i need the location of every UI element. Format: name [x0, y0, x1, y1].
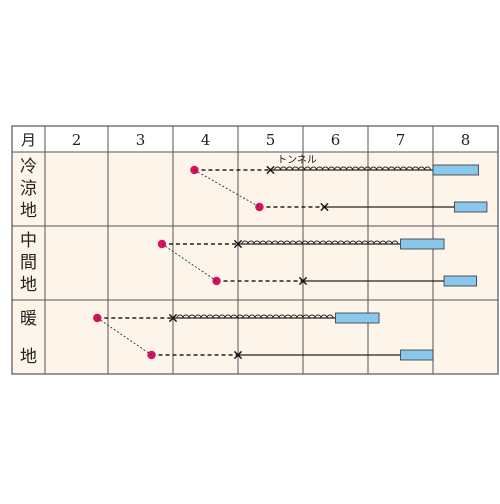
transplant-x-marker — [168, 313, 178, 323]
region-1-char-0: 中 — [20, 231, 37, 251]
tunnel-arcs — [241, 240, 399, 245]
header-corner-label: 月 — [21, 131, 36, 149]
schedule-lines — [93, 164, 488, 361]
transplant-x-marker — [233, 239, 243, 249]
header-month-8: 8 — [461, 131, 471, 149]
transplant-x-marker — [320, 202, 329, 212]
tunnel-arcs — [274, 166, 431, 171]
harvest-bar — [432, 164, 479, 176]
harvest-bar — [400, 349, 434, 361]
header-bg — [12, 126, 498, 152]
harvest-bar — [400, 238, 445, 250]
body-bg — [12, 152, 498, 374]
tunnel-label: トンネル — [277, 154, 317, 166]
sowing-dot — [255, 202, 264, 212]
harvest-bar — [443, 275, 477, 287]
transplant-x-marker — [298, 276, 308, 286]
outer-border — [11, 125, 499, 375]
header-row: 月 2 3 4 5 6 7 8 — [21, 131, 470, 149]
region-1-sow-connector — [161, 243, 217, 282]
region-0-char-2: 地 — [20, 201, 37, 221]
schedule-1 — [255, 201, 488, 213]
region-1-char-2: 地 — [20, 275, 37, 295]
annotations: トンネル — [277, 154, 317, 166]
header-month-5: 5 — [266, 131, 276, 149]
region-2-sow-connector — [97, 317, 152, 356]
schedule-5 — [147, 349, 434, 361]
grid-background — [12, 126, 498, 374]
grid-lines — [11, 125, 499, 375]
header-month-2: 2 — [72, 131, 82, 149]
region-0-char-1: 涼 — [20, 179, 37, 199]
region-2-char-0: 暖 — [20, 309, 37, 329]
region-0-char-0: 冷 — [20, 157, 37, 177]
header-month-6: 6 — [331, 131, 341, 149]
header-month-3: 3 — [136, 131, 146, 149]
region-0-sow-connector — [194, 169, 260, 208]
harvest-bar — [335, 312, 380, 324]
region-1-char-1: 間 — [20, 253, 37, 273]
transplant-x-marker — [266, 165, 275, 175]
harvest-bar — [454, 201, 488, 213]
schedule-2 — [157, 238, 445, 250]
transplant-x-marker — [233, 350, 243, 360]
schedule-0 — [190, 164, 479, 176]
tunnel-arcs — [176, 314, 334, 319]
region-2-char-1: 地 — [20, 347, 37, 367]
header-month-7: 7 — [396, 131, 406, 149]
header-month-4: 4 — [201, 131, 211, 149]
schedule-4 — [93, 312, 380, 324]
